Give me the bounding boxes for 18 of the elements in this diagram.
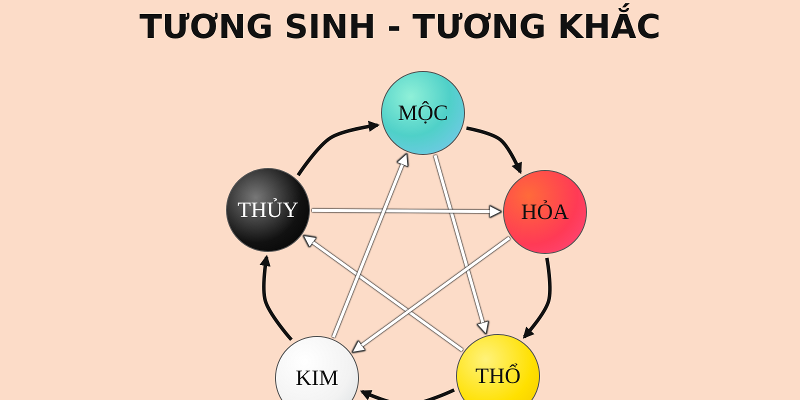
element-circle bbox=[275, 336, 359, 400]
element-label: KIM bbox=[296, 365, 338, 391]
arrow bbox=[434, 154, 489, 335]
arrow bbox=[332, 153, 408, 338]
diagram-title: TƯƠNG SINH - TƯƠNG KHẮC bbox=[0, 0, 800, 48]
arrow bbox=[466, 126, 522, 174]
arrow bbox=[260, 254, 293, 341]
arrow bbox=[522, 258, 552, 339]
element-label: HỎA bbox=[521, 199, 569, 225]
element-label: MỘC bbox=[398, 100, 448, 126]
element-label: THỦY bbox=[237, 197, 299, 223]
arrow bbox=[360, 388, 455, 400]
arrow bbox=[296, 120, 380, 176]
arrow bbox=[352, 236, 510, 353]
element-circle bbox=[456, 334, 540, 400]
element-label: THỔ bbox=[475, 363, 521, 389]
arrow bbox=[312, 205, 502, 218]
arrow bbox=[302, 235, 464, 352]
